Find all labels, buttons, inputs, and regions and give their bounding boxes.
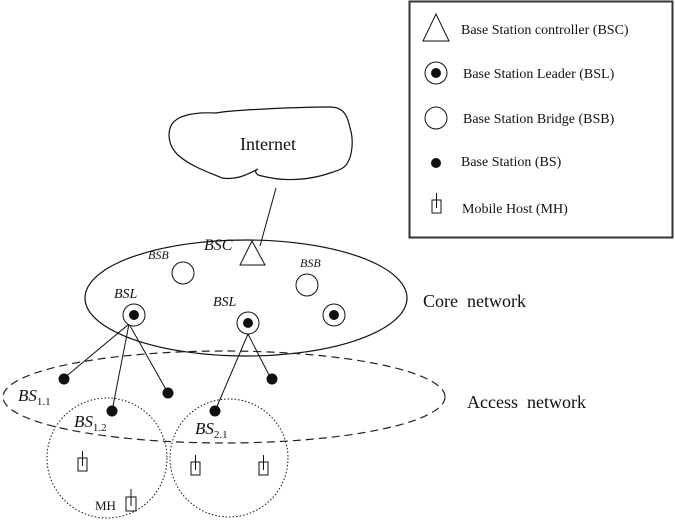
bsb-node-left — [171, 261, 195, 285]
access-network-label: Access network — [467, 392, 586, 412]
bs-node-2-1 — [209, 405, 221, 417]
mobile-host-icon — [77, 451, 88, 472]
bsb-node-right — [295, 273, 319, 297]
bs-node-1-2 — [106, 405, 118, 417]
mobile-host-icon — [431, 193, 442, 214]
bsl-mid-label: BSL — [213, 295, 237, 310]
legend-label-mh: Mobile Host (MH) — [462, 202, 568, 217]
bs-1-2-label: BS1.2 — [74, 412, 107, 434]
dot-icon — [431, 158, 441, 168]
legend: Base Station controller (BSC) Base Stati… — [408, 0, 674, 239]
bsl-bs-links — [62, 323, 272, 412]
mobile-host-icon — [258, 455, 269, 476]
legend-label-bsb: Base Station Bridge (BSB) — [463, 112, 615, 127]
bsl-node-left — [122, 303, 146, 327]
bsc-triangle — [239, 239, 266, 266]
bsl-node-mid — [236, 311, 260, 335]
internet-label: Internet — [240, 134, 296, 154]
circle-dot-icon-core — [431, 68, 441, 78]
mh-label: MH — [95, 498, 116, 513]
bs-node-1-3 — [162, 387, 174, 399]
bs-node-1-1 — [58, 373, 70, 385]
circle-icon — [424, 106, 448, 130]
legend-label-bs: Base Station (BS) — [461, 155, 562, 170]
bs-node-2-2 — [266, 373, 278, 385]
bs-2-1-label: BS2.1 — [195, 419, 228, 441]
core-network-ellipse — [84, 239, 408, 357]
cell-coverage-2 — [169, 398, 289, 518]
internet-cloud: Internet — [168, 106, 353, 181]
mobile-host-icon — [190, 455, 201, 476]
legend-label-bsl: Base Station Leader (BSL) — [463, 67, 615, 82]
legend-label-bsc: Base Station controller (BSC) — [461, 23, 629, 38]
cell-coverage-1 — [46, 397, 168, 519]
core-network-label: Core network — [423, 291, 526, 311]
bs-1-1-label: BS1.1 — [18, 386, 51, 408]
triangle-icon — [422, 12, 450, 42]
legend-frame — [408, 0, 674, 239]
bsc-label: BSC — [204, 237, 233, 254]
access-network-ellipse — [2, 350, 446, 444]
mobile-host-icon — [125, 489, 137, 512]
bsb-right-label: BSB — [300, 256, 321, 270]
bsl-left-label: BSL — [114, 287, 138, 302]
bsb-left-label: BSB — [148, 248, 169, 262]
bsl-node-right — [322, 303, 346, 327]
circle-dot-icon — [424, 61, 448, 85]
internet-bsc-link — [259, 187, 277, 247]
